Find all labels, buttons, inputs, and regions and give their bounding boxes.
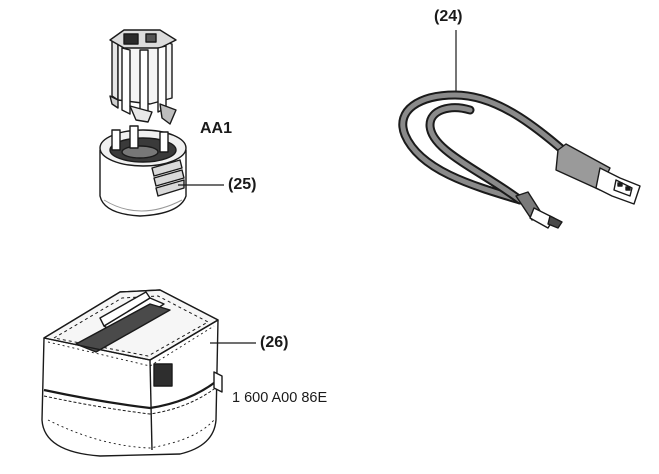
- usb-a-plug-icon: [555, 143, 641, 205]
- carrying-bag-label: (26): [260, 334, 289, 351]
- micro-usb-plug-icon: [515, 191, 563, 229]
- battery-adapter-label: (25): [228, 176, 257, 193]
- aa1-insert-illustration: [109, 29, 177, 125]
- battery-adapter-illustration: [99, 125, 187, 217]
- usb-cable-illustration: [398, 30, 641, 229]
- carrying-bag-illustration: [41, 289, 223, 457]
- adapter-aa1-label: AA1: [200, 120, 233, 137]
- part-number: 1 600 A00 86E: [232, 390, 328, 406]
- usb-cable-label: (24): [434, 8, 463, 25]
